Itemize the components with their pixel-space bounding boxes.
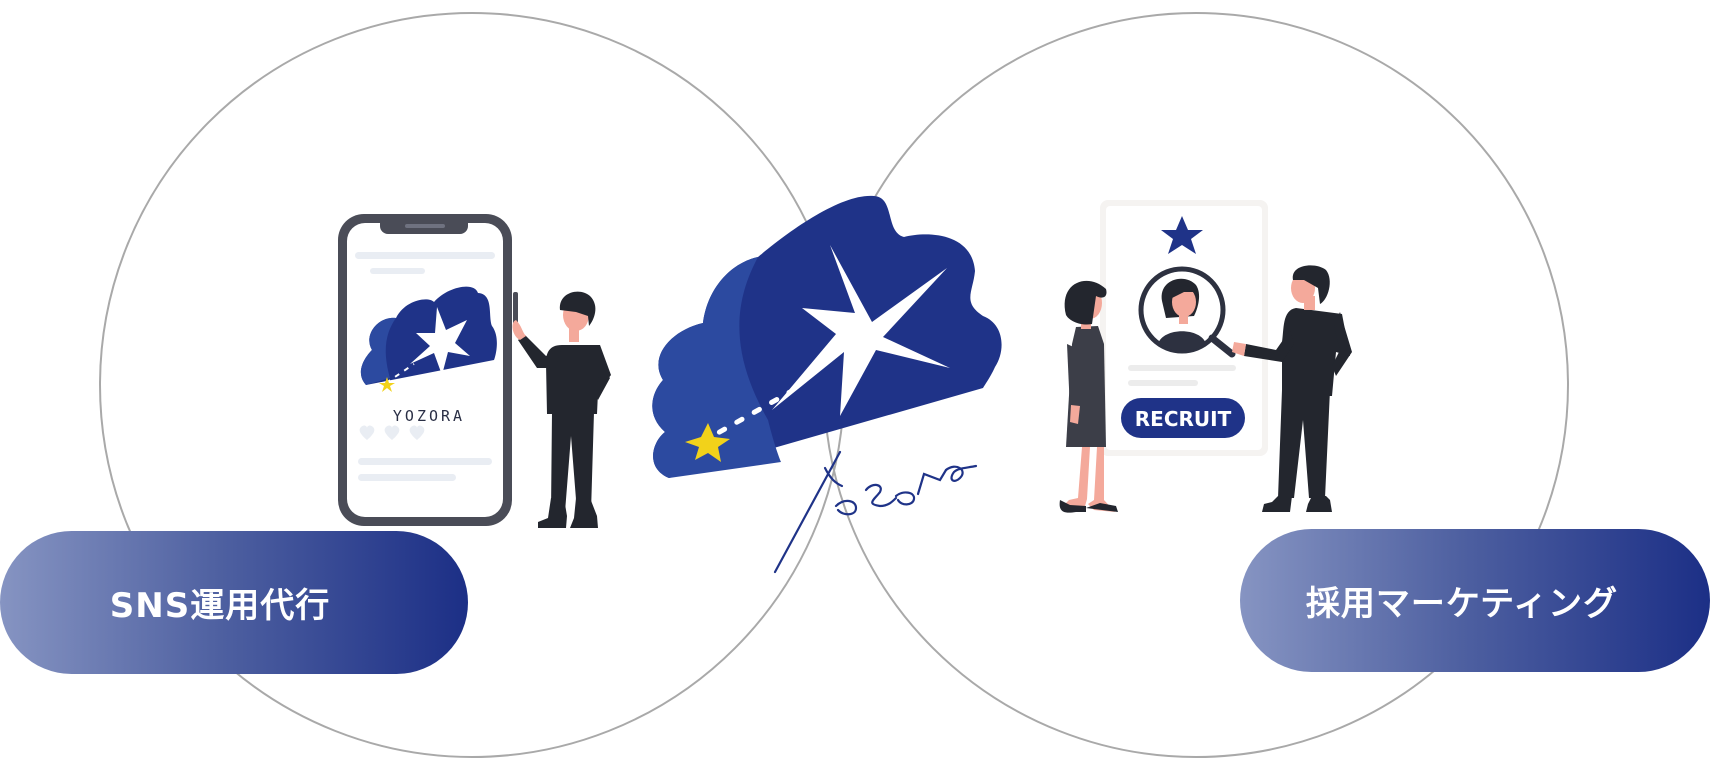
smartphone: YOZORA	[338, 214, 518, 526]
candidate-avatar	[1158, 278, 1206, 351]
board-line	[1128, 365, 1236, 371]
post-brand-text: YOZORA	[393, 407, 465, 425]
post-logo-mini: YOZORA	[360, 286, 497, 425]
recruitment-marketing-label: 採用マーケティング	[1305, 584, 1619, 624]
man-with-magnifier	[1232, 265, 1352, 512]
yozora-logo	[652, 195, 1002, 574]
feed-line	[370, 268, 425, 274]
board-line	[1128, 380, 1198, 386]
star-icon	[1161, 216, 1203, 254]
man-pointing-at-phone	[512, 291, 611, 528]
woman-standing	[1059, 280, 1118, 513]
feed-line	[358, 474, 456, 481]
recruit-badge-label: RECRUIT	[1135, 407, 1232, 431]
like-hearts-icon	[359, 425, 425, 440]
recruit-board: RECRUIT	[1100, 200, 1268, 456]
feed-line	[355, 252, 495, 259]
sns-operation-label: SNS運用代行	[109, 586, 331, 626]
yozora-signature	[773, 450, 978, 574]
feed-line	[358, 458, 492, 465]
magnifier-handle	[1208, 334, 1236, 358]
recruit-badge	[1121, 398, 1245, 438]
recruitment-marketing-pill[interactable]: 採用マーケティング	[1240, 529, 1710, 672]
sns-operation-pill[interactable]: SNS運用代行	[0, 531, 468, 674]
